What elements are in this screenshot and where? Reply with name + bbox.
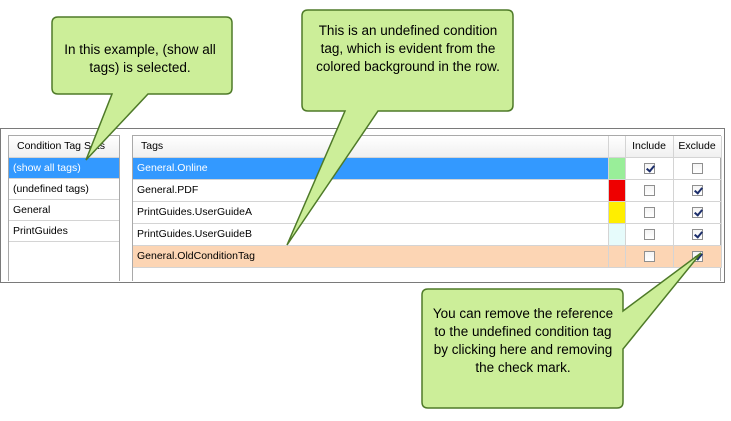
include-checkbox[interactable]: [643, 162, 655, 174]
tag-color-swatch[interactable]: [608, 157, 626, 180]
callout-undefined-tag-text: This is an undefined condition tag, whic…: [316, 23, 500, 74]
include-cell: [625, 157, 674, 180]
table-row[interactable]: General.PDF: [133, 179, 722, 202]
table-row[interactable]: General.Online: [133, 157, 722, 180]
callout-remove-text: You can remove the reference to the unde…: [432, 306, 614, 375]
tag-name-cell[interactable]: General.PDF: [133, 179, 609, 202]
include-cell: [625, 223, 674, 246]
color-column-header: [608, 136, 626, 158]
table-row[interactable]: PrintGuides.UserGuideB: [133, 223, 722, 246]
tag-set-item-printguides[interactable]: PrintGuides: [9, 221, 119, 242]
exclude-cell: [673, 157, 722, 180]
include-checkbox[interactable]: [643, 250, 655, 262]
exclude-cell: [673, 179, 722, 202]
tag-name-cell[interactable]: PrintGuides.UserGuideB: [133, 223, 609, 246]
exclude-checkbox[interactable]: [691, 162, 703, 174]
tags-column-header[interactable]: Tags: [133, 136, 609, 158]
exclude-column-header[interactable]: Exclude: [673, 136, 722, 158]
tag-name-cell[interactable]: PrintGuides.UserGuideA: [133, 201, 609, 224]
include-cell: [625, 201, 674, 224]
exclude-checkbox[interactable]: [691, 228, 703, 240]
exclude-checkbox[interactable]: [691, 184, 703, 196]
tag-color-swatch[interactable]: [608, 201, 626, 224]
include-cell: [625, 245, 674, 268]
include-column-header[interactable]: Include: [625, 136, 674, 158]
include-cell: [625, 179, 674, 202]
include-checkbox[interactable]: [643, 206, 655, 218]
condition-tag-sets-list: Condition Tag Sets (show all tags) (unde…: [8, 135, 120, 281]
tag-set-item-general[interactable]: General: [9, 200, 119, 221]
exclude-cell: [673, 223, 722, 246]
tag-name-cell[interactable]: General.Online: [133, 157, 609, 180]
callout-example-text: In this example, (show all tags) is sele…: [64, 42, 216, 75]
tag-color-swatch[interactable]: [608, 245, 626, 268]
tag-color-swatch[interactable]: [608, 179, 626, 202]
table-row[interactable]: General.OldConditionTag: [133, 245, 722, 268]
include-checkbox[interactable]: [643, 228, 655, 240]
exclude-cell: [673, 245, 722, 268]
table-row[interactable]: PrintGuides.UserGuideA: [133, 201, 722, 224]
tag-name-cell[interactable]: General.OldConditionTag: [133, 245, 609, 268]
include-checkbox[interactable]: [643, 184, 655, 196]
exclude-cell: [673, 201, 722, 224]
condition-tag-sets-header: Condition Tag Sets: [9, 136, 119, 158]
exclude-checkbox[interactable]: [691, 250, 703, 262]
tag-set-item-show-all[interactable]: (show all tags): [9, 158, 119, 179]
tag-color-swatch[interactable]: [608, 223, 626, 246]
tag-set-item-undefined[interactable]: (undefined tags): [9, 179, 119, 200]
exclude-checkbox[interactable]: [691, 206, 703, 218]
